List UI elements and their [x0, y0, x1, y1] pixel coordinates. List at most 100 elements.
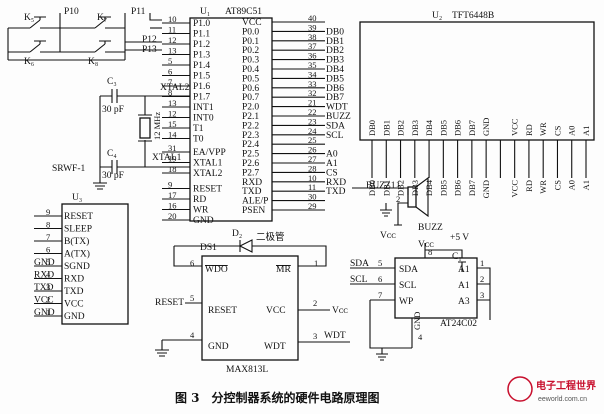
- u3-pin-name: SGND: [64, 262, 90, 272]
- u3-pin-num: 4: [46, 270, 51, 280]
- srwf-label: SRWF-1: [52, 164, 86, 174]
- crystal-freq: 12 MHz: [152, 112, 162, 140]
- mcu-right-pin-num: 11: [308, 182, 316, 192]
- xtal2-net: XTAL2: [160, 83, 190, 93]
- buzzer: BUZZ1 1 2 BUZZ Vᴄᴄ: [352, 176, 443, 241]
- k7-label: K₇: [97, 13, 107, 23]
- mcu-left-pin-name: T1: [193, 124, 204, 134]
- u3-net: VCC: [34, 296, 54, 306]
- mcu-right-pin-num: 26: [308, 145, 317, 155]
- mcu-right-pin-name: P0.6: [242, 84, 259, 94]
- mcu-right-pin-num: 10: [308, 173, 317, 183]
- lcd-pin-below: WR: [538, 180, 548, 194]
- lcd-pin-inside: DB1: [381, 120, 391, 136]
- mcu-right-pin-name: P2.5: [242, 150, 259, 160]
- crystal-circuit: C₃ 30 pF C₄ 30 pF 12 MHz XTAL2 XTAL1 SRW…: [52, 77, 190, 190]
- wdo-pin: WDO: [205, 265, 228, 275]
- max-pin1: 1: [314, 258, 318, 268]
- lcd-pin-below: A1: [581, 180, 591, 190]
- mcu-right-net: A0: [326, 150, 338, 160]
- u3-pin-name: A(TX): [64, 249, 90, 260]
- mcu-left-pin-name: T0: [193, 135, 204, 145]
- u3-pin-name: TXD: [64, 287, 84, 297]
- mcu-right-net: RXD: [326, 178, 346, 188]
- mcu-right-pin-num: 33: [308, 79, 317, 89]
- u3-pin-num: 9: [46, 207, 50, 217]
- eeprom-pin4: 4: [418, 332, 423, 342]
- mcu-left-pin-num: 16: [168, 201, 177, 211]
- mcu-right-pin-name: P0.2: [242, 46, 259, 56]
- mcu-left-pin-num: 12: [168, 35, 177, 45]
- lcd-pin-inside: DB0: [367, 120, 377, 136]
- mcu-left-pin-name: XTAL1: [193, 159, 223, 169]
- mcu-right-pin-name: VCC: [242, 18, 262, 28]
- lcd-u2: U₂ TFT6448B DB0DB0DB1DB1DB2DB2DB3DB3DB4D…: [359, 11, 595, 199]
- supply-label: +5 V: [450, 233, 469, 243]
- button-array: K₅ K₇ K₆ K₈ P10 P11 P12 P13: [7, 7, 162, 67]
- lcd-pins: DB0DB0DB1DB1DB2DB2DB3DB3DB4DB4DB5DB5DB6D…: [367, 118, 591, 199]
- u3-pin-num: 8: [46, 220, 50, 230]
- mcu-left-pin-name: P1.1: [193, 30, 210, 40]
- lcd-pin-inside: DB3: [410, 120, 420, 136]
- buzz1-net: BUZZ1: [366, 181, 396, 191]
- lcd-pin-below: A0: [567, 180, 577, 190]
- mcu-right-pin-num: 32: [308, 88, 317, 98]
- lcd-pin-below: DB6: [453, 180, 463, 196]
- watermark-en: eeworld.com.cn: [538, 396, 587, 403]
- mcu-right-pin-name: P0.0: [242, 27, 259, 37]
- mcu-right-pin-num: 21: [308, 98, 317, 108]
- mcu-left-pin-name: P1.6: [193, 82, 210, 92]
- mcu-left-pin-name: P1.2: [193, 40, 210, 50]
- mcu-right-pin-num: 23: [308, 116, 317, 126]
- mcu-left-pin-num: 13: [168, 46, 177, 56]
- mcu-right-pin-name: P2.4: [242, 140, 259, 150]
- mcu-right-net: DB2: [326, 46, 344, 56]
- mcu-right-pin-num: 24: [308, 126, 317, 136]
- lcd-part: TFT6448B: [452, 11, 494, 21]
- u3-pin-num: 2: [46, 295, 50, 305]
- mcu-right-net: DB0: [326, 27, 344, 37]
- mcu-right-pin-num: 39: [308, 22, 317, 32]
- diode-label: 二极管: [256, 231, 285, 243]
- mcu-right-pin-name: PSEN: [242, 206, 265, 216]
- mcu-right-pin-num: 29: [308, 201, 317, 211]
- mcu-right-net: TXD: [326, 187, 346, 197]
- mcu-right-pin-name: P2.6: [242, 159, 259, 169]
- mcu-right-pin-name: P0.4: [242, 65, 259, 75]
- ds1-label: DS1: [200, 243, 217, 253]
- eeprom-left-name: SDA: [399, 265, 418, 275]
- mcu-right-net: SCL: [326, 131, 344, 141]
- reset-pin: RESET: [208, 306, 237, 316]
- eeprom-right-num: 3: [480, 290, 484, 300]
- p10-label: P10: [64, 7, 79, 17]
- u3-pin-num: 3: [46, 282, 50, 292]
- mcu-right-pin-num: 22: [308, 107, 317, 117]
- mcu-left-pin-num: 10: [168, 14, 177, 24]
- diode-ref: D₂: [232, 229, 242, 239]
- u3-pin-num: 6: [46, 245, 50, 255]
- mcu-left-pin-name: RD: [193, 195, 206, 205]
- lcd-pin-inside: VCC: [510, 118, 520, 136]
- lcd-pin-below: CS: [552, 180, 562, 191]
- wdt-pin: WDT: [264, 342, 286, 352]
- lcd-pin-inside: A0: [567, 126, 577, 136]
- buzz-label: BUZZ: [418, 223, 443, 233]
- mcu-left-pin-name: P1.4: [193, 61, 210, 71]
- lcd-pin-inside: DB7: [467, 120, 477, 136]
- mcu-left-pin-name: P1.5: [193, 72, 210, 82]
- u3-pin-num: 5: [46, 257, 50, 267]
- p12-label: P12: [142, 35, 157, 45]
- eeprom-net: SDA: [350, 259, 369, 269]
- mcu-right-net: DB5: [326, 74, 344, 84]
- eeprom-right-name: A1: [458, 281, 470, 291]
- mcu-right-net: CS: [326, 168, 338, 178]
- u3-pin-name: RESET: [64, 212, 93, 222]
- mcu-left-pin-num: 20: [168, 211, 177, 221]
- u3-pin-name: B(TX): [64, 236, 89, 247]
- mcu-left-pin-name: INT0: [193, 114, 214, 124]
